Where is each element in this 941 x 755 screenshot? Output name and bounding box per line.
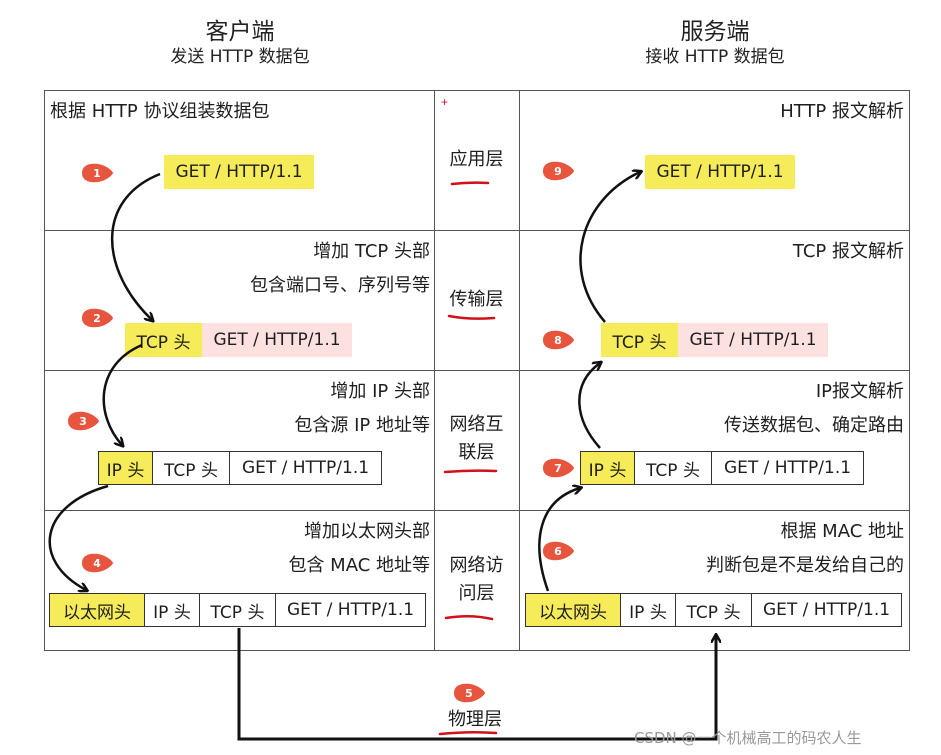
arrow-client-2-3 [102, 343, 143, 445]
client-transport-desc-2: 包含端口号、序列号等 [250, 275, 430, 296]
server-internet-desc-2: 传送数据包、确定路由 [724, 415, 904, 436]
tcp-header-segment: TCP 头 [200, 593, 276, 627]
http-data-segment: GET / HTTP/1.1 [678, 323, 828, 357]
http-data-segment: GET / HTTP/1.1 [276, 593, 426, 627]
client-packet-internet: IP 头 TCP 头 GET / HTTP/1.1 [98, 451, 382, 485]
grid-line [44, 510, 910, 511]
layer-link-line1: 网络访 [449, 555, 504, 576]
server-packet-internet: IP 头 TCP 头 GET / HTTP/1.1 [580, 451, 864, 485]
server-packet-link: 以太网头 IP 头 TCP 头 GET / HTTP/1.1 [525, 593, 902, 627]
ip-header-segment: IP 头 [621, 593, 676, 627]
layer-application: 应用层 [449, 149, 504, 170]
http-data-segment: GET / HTTP/1.1 [712, 451, 864, 485]
client-packet-transport: TCP 头 GET / HTTP/1.1 [125, 323, 352, 357]
tcp-header-segment: TCP 头 [635, 451, 712, 485]
server-packet-application: GET / HTTP/1.1 [645, 155, 795, 189]
server-title: 服务端 [680, 19, 750, 45]
step-badge-7: 7 [541, 457, 575, 479]
step-badge-5: 5 [452, 682, 486, 704]
grid-line [44, 650, 910, 651]
step-badge-2: 2 [80, 307, 114, 329]
http-data-segment: GET / HTTP/1.1 [202, 323, 352, 357]
underline-link [444, 615, 494, 621]
http-data-segment: GET / HTTP/1.1 [645, 155, 795, 189]
grid-line [44, 90, 910, 91]
server-link-desc-1: 根据 MAC 地址 [780, 521, 904, 542]
tcp-header-segment: TCP 头 [153, 451, 230, 485]
ip-header-segment: IP 头 [98, 451, 153, 485]
grid-line [519, 90, 520, 650]
layer-physical: 物理层 [448, 709, 502, 730]
client-app-desc: 根据 HTTP 协议组装数据包 [50, 101, 270, 122]
server-subtitle: 接收 HTTP 数据包 [645, 47, 785, 67]
client-link-desc-2: 包含 MAC 地址等 [288, 555, 430, 576]
step-badge-1: 1 [80, 162, 114, 184]
step-badge-4: 4 [80, 552, 114, 574]
grid-line [44, 90, 45, 650]
server-internet-desc-1: IP报文解析 [815, 381, 904, 402]
underline-application [450, 181, 490, 186]
step-badge-3: 3 [66, 410, 100, 432]
eth-header-segment: 以太网头 [49, 593, 145, 627]
server-transport-desc: TCP 报文解析 [792, 241, 904, 262]
layer-transport: 传输层 [449, 289, 504, 310]
grid-line [44, 230, 910, 231]
ip-header-segment: IP 头 [145, 593, 200, 627]
server-app-desc: HTTP 报文解析 [780, 101, 904, 122]
grid-line [909, 90, 910, 650]
layer-link-line2: 问层 [458, 583, 495, 604]
client-internet-desc-1: 增加 IP 头部 [330, 381, 430, 402]
grid-line [44, 370, 910, 371]
http-data-segment: GET / HTTP/1.1 [164, 155, 314, 189]
step-badge-9: 9 [541, 160, 575, 182]
client-link-desc-1: 增加以太网头部 [304, 521, 430, 542]
layer-internet-line2: 联层 [458, 442, 495, 463]
step-badge-8: 8 [541, 329, 575, 351]
eth-header-segment: 以太网头 [525, 593, 621, 627]
step-badge-6: 6 [541, 540, 575, 562]
client-title: 客户端 [205, 19, 275, 45]
client-packet-link: 以太网头 IP 头 TCP 头 GET / HTTP/1.1 [49, 593, 426, 627]
http-data-segment: GET / HTTP/1.1 [752, 593, 902, 627]
http-data-segment: GET / HTTP/1.1 [230, 451, 382, 485]
client-packet-application: GET / HTTP/1.1 [164, 155, 314, 189]
client-subtitle: 发送 HTTP 数据包 [170, 47, 310, 67]
client-transport-desc-1: 增加 TCP 头部 [313, 241, 430, 262]
server-link-desc-2: 判断包是不是发给自己的 [706, 555, 904, 576]
ip-header-segment: IP 头 [580, 451, 635, 485]
arrow-client-3-4 [48, 484, 109, 590]
underline-internet [443, 469, 498, 474]
underline-transport [447, 314, 496, 320]
plus-marker-icon: + [441, 95, 448, 109]
tcp-header-segment: TCP 头 [676, 593, 752, 627]
tcp-header-segment: TCP 头 [601, 323, 678, 357]
server-packet-transport: TCP 头 GET / HTTP/1.1 [601, 323, 828, 357]
watermark: CSDN @一个机械高工的码农人生 [634, 729, 862, 747]
grid-line [434, 90, 435, 650]
layer-internet-line1: 网络互 [449, 414, 504, 435]
tcp-header-segment: TCP 头 [125, 323, 202, 357]
client-internet-desc-2: 包含源 IP 地址等 [294, 415, 430, 436]
